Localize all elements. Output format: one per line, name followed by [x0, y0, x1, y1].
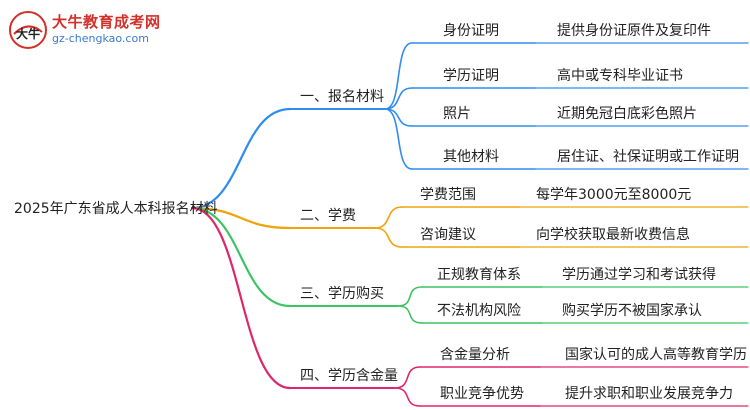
site-logo[interactable]: 大牛 大牛教育成考网 gz-chengkao.com — [8, 8, 178, 52]
branch-connector — [190, 206, 292, 230]
branch-connector — [190, 206, 292, 308]
child-label: 学历证明 — [443, 68, 499, 84]
branch-label: 三、学历购买 — [300, 286, 384, 302]
child-detail: 国家认可的成人高等教育学历 — [565, 347, 747, 363]
branch-connector — [190, 206, 292, 390]
child-detail: 购买学历不被国家承认 — [562, 303, 702, 319]
logo-url: gz-chengkao.com — [52, 32, 149, 45]
child-connector — [397, 286, 423, 307]
mindmap-root: 2025年广东省成人本科报名材料 — [14, 201, 218, 217]
child-label: 不法机构风险 — [437, 303, 521, 319]
logo-mark-icon: 大牛 — [9, 11, 47, 49]
branch-label: 四、学历含金量 — [300, 368, 398, 384]
child-connector — [384, 87, 413, 110]
child-connector — [384, 42, 413, 110]
child-connector — [397, 305, 423, 324]
child-label: 其他材料 — [443, 149, 499, 165]
child-detail: 每学年3000元至8000元 — [536, 187, 692, 203]
branch-connector — [190, 107, 292, 210]
child-detail: 高中或专科毕业证书 — [557, 68, 683, 84]
child-label: 学费范围 — [420, 187, 476, 203]
child-connector — [394, 387, 421, 407]
child-connector — [384, 108, 413, 170]
child-label: 含金量分析 — [440, 347, 510, 363]
child-detail: 提供身份证原件及复印件 — [557, 23, 711, 39]
child-label: 正规教育体系 — [437, 267, 521, 283]
child-label: 职业竞争优势 — [440, 386, 524, 402]
child-connector — [374, 206, 403, 229]
child-label: 身份证明 — [443, 23, 499, 39]
child-label: 照片 — [443, 106, 471, 122]
child-detail: 学历通过学习和考试获得 — [562, 267, 716, 283]
logo-title: 大牛教育成考网 — [52, 13, 161, 31]
branch-label: 一、报名材料 — [300, 89, 384, 105]
child-connector — [394, 366, 421, 389]
child-connector — [384, 108, 413, 127]
child-detail: 近期免冠白底彩色照片 — [557, 106, 697, 122]
child-label: 咨询建议 — [420, 227, 476, 243]
child-connector — [374, 227, 403, 248]
child-detail: 居住证、社保证明或工作证明 — [557, 149, 739, 165]
child-detail: 向学校获取最新收费信息 — [536, 227, 690, 243]
logo-mark-text: 大牛 — [16, 26, 40, 41]
child-detail: 提升求职和职业发展竞争力 — [565, 386, 733, 402]
branch-label: 二、学费 — [300, 208, 356, 224]
